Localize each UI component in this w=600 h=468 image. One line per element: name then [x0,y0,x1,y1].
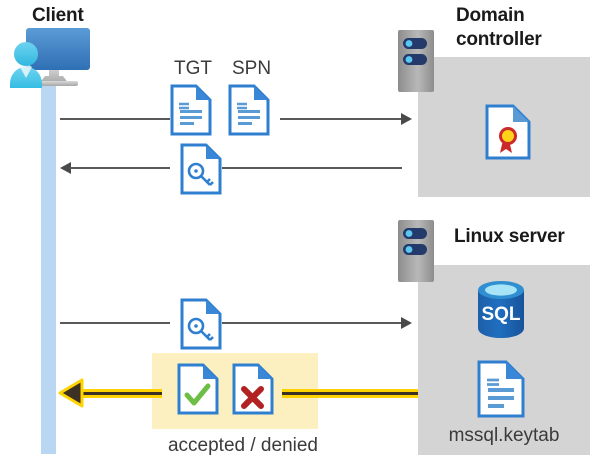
client-label: Client [32,5,84,26]
message-ticket-response [56,143,476,201]
domain-controller-group: Domain controller [396,4,600,204]
keytab-document-icon [477,360,525,418]
msg1-line-right [280,118,401,120]
certificate-document-icon [485,104,531,160]
document-check-icon [177,363,219,415]
document-key-icon [180,143,222,195]
msg2-line-left [70,167,170,169]
keytab-filename-label: mssql.keytab [448,425,560,446]
msg1-line-left [60,118,170,120]
auth-result-line-left [76,389,162,398]
msg1-arrowhead [401,113,412,125]
msg3-arrowhead [401,317,412,329]
accepted-denied-label: accepted / denied [167,435,318,456]
domain-controller-label-line2: controller [456,29,542,50]
msg3-line-left [60,322,170,324]
client-lifeline [41,84,56,454]
sql-database-icon: SQL [478,281,524,338]
client-group: Client [4,4,114,96]
sql-text: SQL [481,304,520,325]
auth-result-line-right [282,389,418,398]
user-computer-icon [10,28,90,88]
server-rack-icon [398,220,434,282]
msg2-arrowhead [60,162,71,174]
server-rack-icon [398,30,434,92]
document-cross-icon [232,363,274,415]
linux-server-label: Linux server [454,226,565,247]
msg2-line-right [222,167,402,169]
linux-server-group: Linux server SQL mssql.keytab [396,216,600,466]
message-request-tgt-spn: TGT SPN [56,58,476,136]
document-text-icon [228,84,270,136]
document-text-icon [170,84,212,136]
tgt-label: TGT [174,58,212,79]
msg3-line-right [222,322,401,324]
document-key-icon [180,298,222,350]
spn-label: SPN [232,58,272,79]
message-present-ticket [56,296,476,352]
domain-controller-label-line1: Domain [456,5,525,26]
auth-result-arrowhead [58,378,84,408]
